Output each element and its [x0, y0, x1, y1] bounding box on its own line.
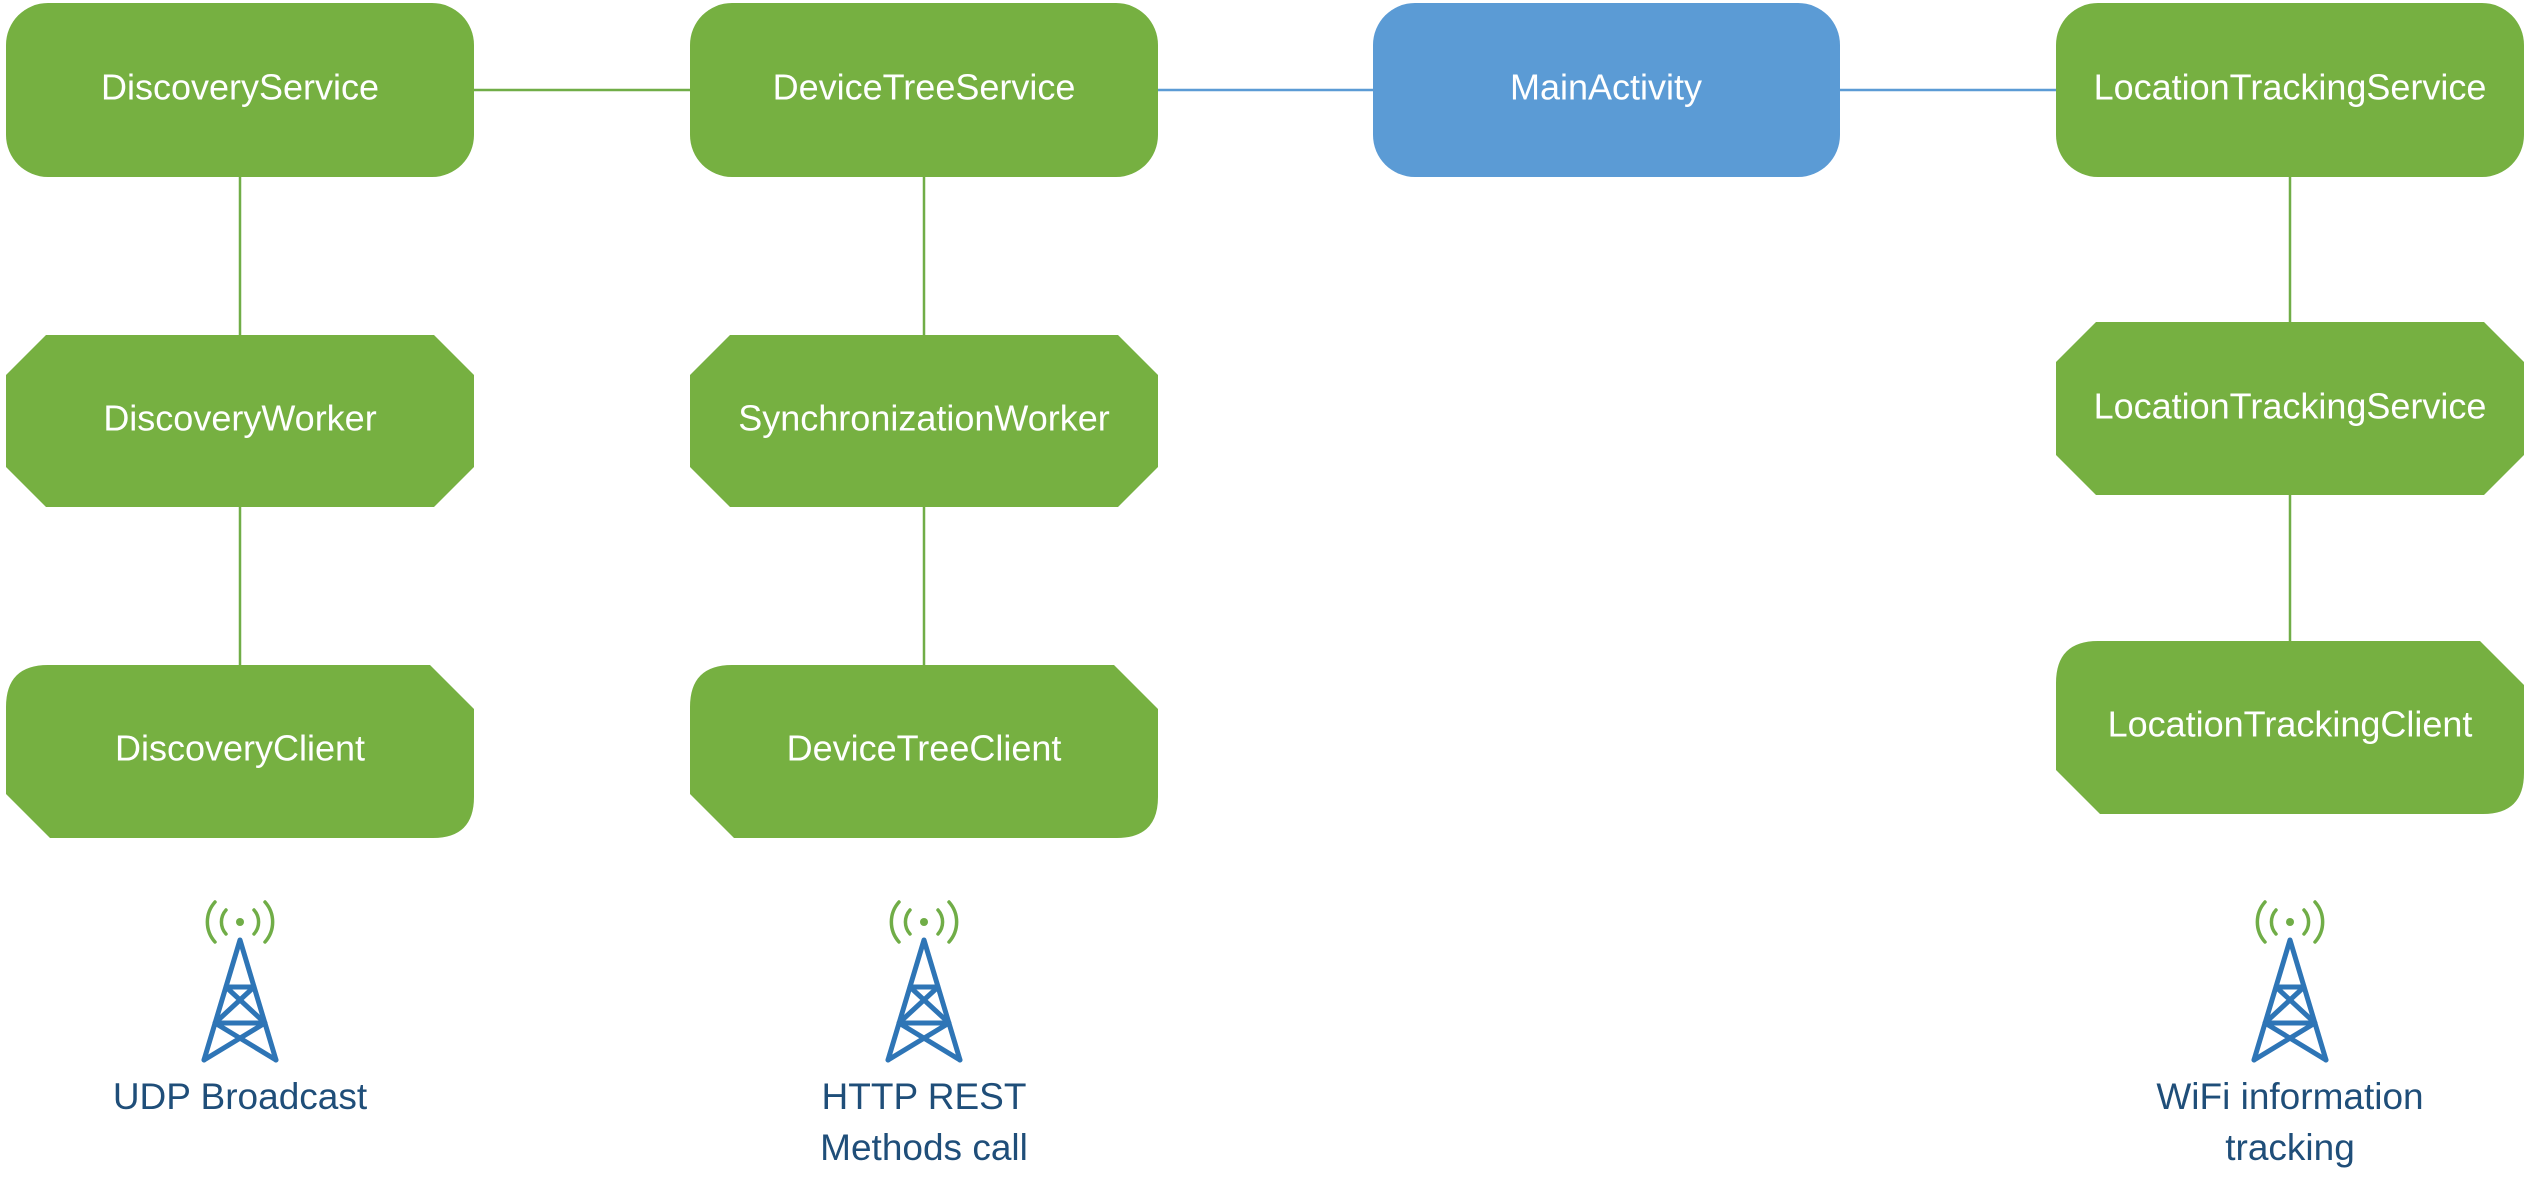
node-location-tracking-service: LocationTrackingService	[2056, 3, 2524, 177]
node-label: SynchronizationWorker	[738, 398, 1110, 439]
caption-line: tracking	[2225, 1127, 2355, 1168]
node-label: DeviceTreeService	[773, 67, 1076, 108]
node-label: LocationTrackingClient	[2108, 704, 2473, 745]
node-device-tree-client: DeviceTreeClient	[690, 665, 1158, 838]
node-device-tree-service: DeviceTreeService	[690, 3, 1158, 177]
caption-wifi: WiFi information tracking	[2156, 902, 2424, 1168]
node-label: DiscoveryClient	[115, 728, 365, 769]
node-main-activity: MainActivity	[1373, 3, 1840, 177]
radio-tower-icon	[204, 902, 276, 1060]
node-label: DiscoveryWorker	[103, 398, 376, 439]
caption-line: WiFi information	[2156, 1076, 2423, 1117]
caption-line: UDP Broadcast	[113, 1076, 368, 1117]
node-location-tracking-service-worker: LocationTrackingService	[2056, 322, 2524, 495]
radio-tower-icon	[888, 902, 960, 1060]
caption-udp: UDP Broadcast	[113, 902, 368, 1117]
node-label: MainActivity	[1510, 67, 1702, 108]
caption-line: Methods call	[820, 1127, 1028, 1168]
node-discovery-service: DiscoveryService	[6, 3, 474, 177]
caption-http: HTTP REST Methods call	[820, 902, 1028, 1168]
radio-tower-icon	[2254, 902, 2326, 1060]
connectors	[238, 88, 2292, 665]
caption-line: HTTP REST	[822, 1076, 1027, 1117]
node-discovery-worker: DiscoveryWorker	[6, 335, 474, 507]
node-discovery-client: DiscoveryClient	[6, 665, 474, 838]
node-label: DiscoveryService	[101, 67, 379, 108]
node-location-tracking-client: LocationTrackingClient	[2056, 641, 2524, 814]
node-label: DeviceTreeClient	[787, 728, 1062, 769]
node-label: LocationTrackingService	[2094, 67, 2487, 108]
node-label: LocationTrackingService	[2094, 386, 2487, 427]
node-synchronization-worker: SynchronizationWorker	[690, 335, 1158, 507]
